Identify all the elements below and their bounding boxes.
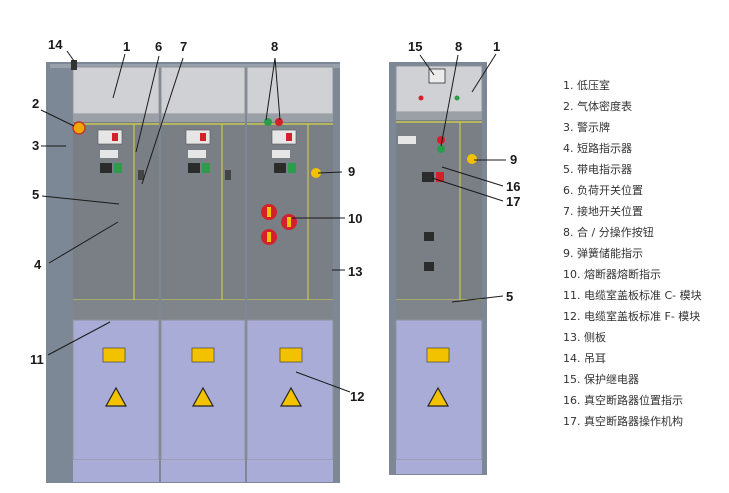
legend-item: 17. 真空断路器操作机构 [563,414,683,428]
callout-numbers: 1 1 2 3 4 5 5 6 7 8 8 9 9 10 11 12 13 14… [30,37,520,404]
callout-4: 4 [34,257,42,272]
gas-density-gauge-icon [72,121,86,135]
legend-item: 13. 侧板 [563,330,606,344]
low-voltage-room [246,66,334,115]
callout-9: 9 [348,164,355,179]
switchgear-unit-right [389,62,487,475]
callout-13: 13 [348,264,362,279]
legend-item: 6. 负荷开关位置 [563,183,643,197]
callout-17: 17 [506,194,520,209]
legend-item: 4. 短路指示器 [563,141,632,155]
leader-lines [40,50,506,393]
callout-11: 11 [30,352,44,367]
panel-column-3 [246,66,334,482]
low-voltage-room [160,66,246,115]
legend-item: 14. 吊耳 [563,352,606,365]
legend-item: 2. 气体密度表 [563,99,632,113]
callout-16: 16 [506,179,520,194]
lifting-lug [71,60,77,70]
callout-6: 6 [155,39,162,54]
legend-item: 8. 合 / 分操作按钮 [563,225,654,239]
open-button-icon [275,118,283,126]
panel-column-2 [160,66,246,482]
callout-7: 7 [180,39,187,54]
spring-charge-icon [467,154,477,164]
protection-relay-icon [428,68,446,84]
close-button-icon [437,145,445,153]
legend-item: 9. 弹簧储能指示 [563,246,643,260]
callout-5: 5 [32,187,39,202]
callout-9: 9 [510,152,517,167]
spring-charge-icon [311,168,321,178]
callout-5: 5 [506,289,513,304]
legend-item: 10. 熔断器熔断指示 [563,267,661,281]
callout-3: 3 [32,138,39,153]
legend-item: 16. 真空断路器位置指示 [563,393,683,407]
callout-1: 1 [493,39,500,54]
close-button-icon [264,118,272,126]
legend-item: 1. 低压室 [563,78,610,92]
legend-item: 15. 保护继电器 [563,372,639,386]
legend: 1. 低压室 2. 气体密度表 3. 警示牌 4. 短路指示器 5. 带电指示器… [563,78,702,428]
callout-15: 15 [408,39,422,54]
legend-item: 5. 带电指示器 [563,162,632,176]
callout-10: 10 [348,211,362,226]
low-voltage-room [72,66,160,115]
callout-14: 14 [48,37,63,52]
mechanism-panel [396,120,482,318]
panel-column-1 [72,66,160,482]
legend-item: 12. 电缆室盖板标准 F- 模块 [563,309,700,323]
legend-item: 11. 电缆室盖板标准 C- 模块 [563,288,702,302]
legend-item: 3. 警示牌 [563,120,610,134]
breaker-mechanism-icon [422,172,434,182]
switchgear-unit-left [46,60,340,483]
callout-12: 12 [350,389,364,404]
open-button-icon [437,136,445,144]
callout-8: 8 [455,39,462,54]
callout-1: 1 [123,39,130,54]
legend-item: 7. 接地开关位置 [563,204,643,218]
callout-2: 2 [32,96,39,111]
callout-8: 8 [271,39,278,54]
